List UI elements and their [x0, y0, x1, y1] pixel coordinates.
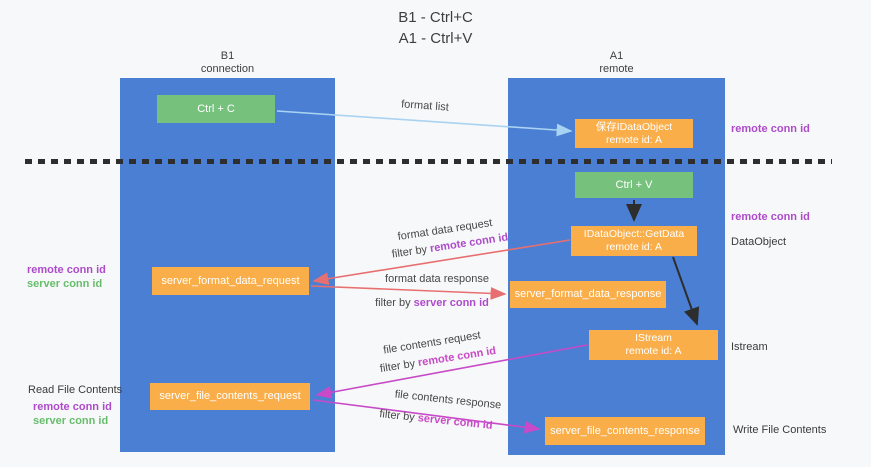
diagram-title: B1 - Ctrl+C A1 - Ctrl+V	[0, 7, 871, 49]
node-ctrl-v-label: Ctrl + V	[615, 178, 653, 191]
edge-label-file-contents-response-text: file contents response	[394, 388, 502, 412]
node-istream-line1: IStream	[635, 332, 672, 344]
lane-a1-role: remote	[599, 63, 634, 75]
side-label-left-remote-conn-id-bottom: remote conn id	[33, 401, 112, 413]
filter-by-text: filter by	[378, 408, 416, 424]
edge-label-format-list-text: format list	[400, 98, 450, 114]
side-label-write-file-contents: Write File Contents	[733, 424, 827, 436]
node-ctrl-c-label: Ctrl + C	[197, 102, 235, 115]
edge-label-format-data-response-filter: filter by server conn id	[354, 297, 510, 309]
node-idataobject-getdata-line2: remote id: A	[605, 241, 663, 253]
title-line-1: B1 - Ctrl+C	[398, 9, 473, 26]
side-label-left-remote-conn-id-top: remote conn id	[27, 264, 106, 276]
side-label-right-remote-conn-id-mid: remote conn id	[731, 211, 810, 223]
edge-label-format-data-response: format data response	[362, 273, 512, 285]
node-server-format-data-response-label: server_format_data_response	[514, 288, 662, 300]
filter-by-text: filter by	[379, 357, 417, 376]
filter-by-text: filter by	[375, 297, 411, 309]
node-server-file-contents-response: server_file_contents_response	[545, 417, 705, 445]
node-server-file-contents-request-label: server_file_contents_request	[159, 390, 301, 402]
side-label-read-file-contents: Read File Contents	[28, 384, 123, 396]
lane-a1-name: A1	[609, 50, 624, 62]
phase-separator-dashed-line	[25, 159, 832, 164]
node-server-file-contents-response-label: server_file_contents_response	[550, 424, 700, 437]
node-istream-line2: remote id: A	[625, 345, 682, 357]
lane-header-a1: A1 remote	[508, 50, 725, 76]
node-idataobject-getdata-line1: IDataObject::GetData	[583, 228, 685, 240]
filter-id-server-conn-id: server conn id	[413, 297, 489, 309]
lane-header-b1: B1 connection	[120, 50, 335, 76]
node-save-idataobject-line1: 保存IDataObject	[595, 120, 673, 133]
node-ctrl-c: Ctrl + C	[157, 95, 275, 123]
side-label-left-server-conn-id-top: server conn id	[27, 278, 103, 290]
edge-label-format-data-response-text: format data response	[385, 273, 489, 285]
node-server-format-data-response: server_format_data_response	[510, 281, 666, 308]
node-server-format-data-request-label: server_format_data_request	[161, 274, 300, 287]
node-server-file-contents-request: server_file_contents_request	[150, 383, 310, 410]
side-label-right-remote-conn-id-top: remote conn id	[731, 123, 810, 135]
node-save-idataobject: 保存IDataObject remote id: A	[575, 119, 693, 148]
node-istream: IStream remote id: A	[589, 330, 718, 360]
side-label-left-server-conn-id-bottom: server conn id	[33, 415, 109, 427]
edge-label-format-list: format list	[365, 96, 486, 116]
node-idataobject-getdata: IDataObject::GetData remote id: A	[571, 226, 697, 256]
title-line-2: A1 - Ctrl+V	[398, 30, 473, 47]
arrow-format-data-response	[310, 285, 507, 300]
filter-id-server-conn-id: server conn id	[417, 412, 494, 432]
node-ctrl-v: Ctrl + V	[575, 172, 693, 198]
filter-by-text: filter by	[391, 243, 428, 261]
node-server-format-data-request: server_format_data_request	[152, 267, 309, 295]
lane-b1-name: B1	[220, 50, 235, 62]
lane-b1-role: connection	[200, 63, 255, 75]
side-label-dataobject: DataObject	[731, 236, 787, 248]
side-label-istream: Istream	[731, 341, 768, 353]
node-save-idataobject-line2: remote id: A	[605, 133, 663, 146]
